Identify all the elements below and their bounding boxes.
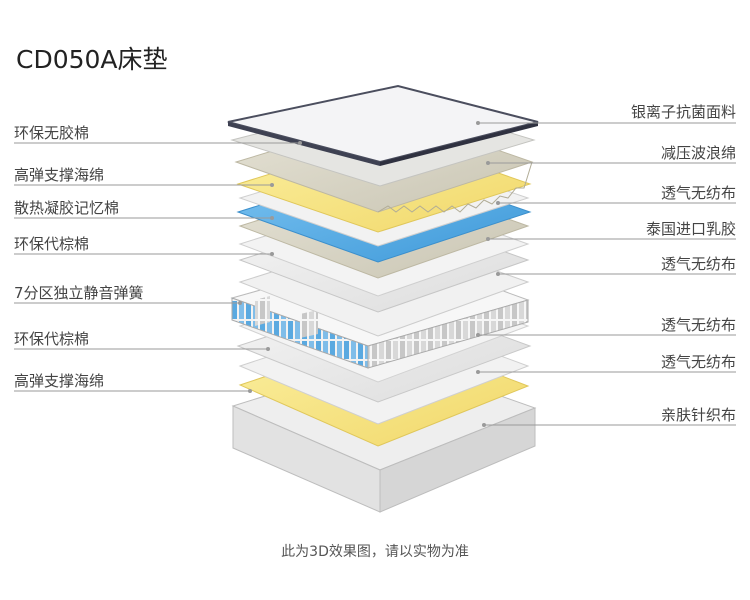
right-label-thai-latex: 泰国进口乳胶 <box>645 220 736 238</box>
right-label-nonwoven-4: 透气无纺布 <box>660 353 736 371</box>
disclaimer-caption: 此为3D效果图，请以实物为准 <box>281 544 469 560</box>
right-label-silver-ion-fabric: 银离子抗菌面料 <box>630 103 736 121</box>
right-label-wave-foam: 减压波浪绵 <box>660 144 736 162</box>
left-label-upper-coir: 环保代棕棉 <box>14 235 90 253</box>
left-leader-lines <box>14 142 300 392</box>
right-label-knit-fabric: 亲肤针织布 <box>660 406 736 424</box>
right-label-nonwoven-1: 透气无纺布 <box>660 184 736 202</box>
left-leader-dots <box>238 141 302 393</box>
left-label-eco-cotton: 环保无胶棉 <box>14 124 90 142</box>
left-label-lower-support-foam: 高弹支撑海绵 <box>14 372 105 390</box>
left-label-pocket-springs: 7分区独立静音弹簧 <box>14 284 144 302</box>
left-label-gel-memory-foam: 散热凝胶记忆棉 <box>14 199 120 217</box>
left-label-upper-support-foam: 高弹支撑海绵 <box>14 166 105 184</box>
right-leader-lines <box>478 122 736 426</box>
page-title: CD050A床垫 <box>16 45 168 74</box>
right-label-nonwoven-2: 透气无纺布 <box>660 255 736 273</box>
left-label-lower-coir: 环保代棕棉 <box>14 330 90 348</box>
right-leader-dots <box>476 121 500 427</box>
layer-silver-ion-fabric <box>227 84 539 166</box>
right-label-nonwoven-3: 透气无纺布 <box>660 316 736 334</box>
